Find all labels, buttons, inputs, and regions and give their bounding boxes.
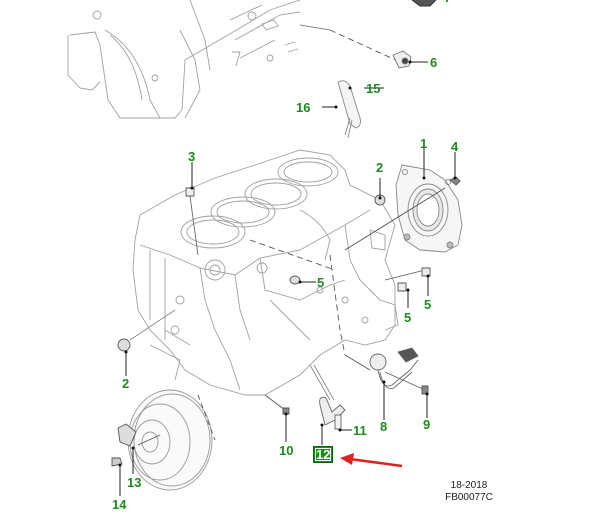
footer-date-code: 18-2018 <box>450 480 488 491</box>
callout-2-upper[interactable]: 2 <box>376 160 384 175</box>
sensor-part-6 <box>392 50 412 69</box>
sensor-bracket-part-12 <box>319 396 346 430</box>
callout-4[interactable]: 4 <box>451 139 459 154</box>
upper-engine-drawing <box>67 0 301 119</box>
callout-12-highlighted[interactable]: 12 <box>313 446 334 463</box>
callout-15[interactable]: 15 <box>366 81 381 96</box>
callout-5-left[interactable]: 5 <box>317 275 325 290</box>
callout-16[interactable]: 16 <box>296 100 311 115</box>
footer-figure-id: FB00077C <box>445 492 493 503</box>
callout-14[interactable]: 14 <box>112 497 127 512</box>
callout-3[interactable]: 3 <box>188 149 196 164</box>
callout-7[interactable]: 7 <box>444 0 451 4</box>
leader-dots <box>118 60 457 467</box>
sensor-harness-part-8 <box>369 347 426 391</box>
callout-8[interactable]: 8 <box>380 419 388 434</box>
callout-10[interactable]: 10 <box>279 443 294 458</box>
bracket-part-15 <box>337 80 361 139</box>
flywheel-drawing <box>127 389 216 491</box>
callout-6[interactable]: 6 <box>430 55 438 70</box>
rear-seal-carrier-part-1 <box>395 164 463 253</box>
cylinder-block-drawing <box>132 149 399 396</box>
callout-1[interactable]: 1 <box>420 136 428 151</box>
callout-11[interactable]: 11 <box>353 423 367 438</box>
leader-lines <box>119 61 456 496</box>
callout-5-right[interactable]: 5 <box>424 297 432 312</box>
callout-9[interactable]: 9 <box>423 417 431 432</box>
diagram-footer: 18-2018 FB00077C <box>434 480 504 504</box>
callout-2-lower[interactable]: 2 <box>122 376 130 391</box>
red-pointer-arrow <box>340 453 403 468</box>
callout-13[interactable]: 13 <box>127 475 142 490</box>
callout-5-middle[interactable]: 5 <box>404 310 412 325</box>
